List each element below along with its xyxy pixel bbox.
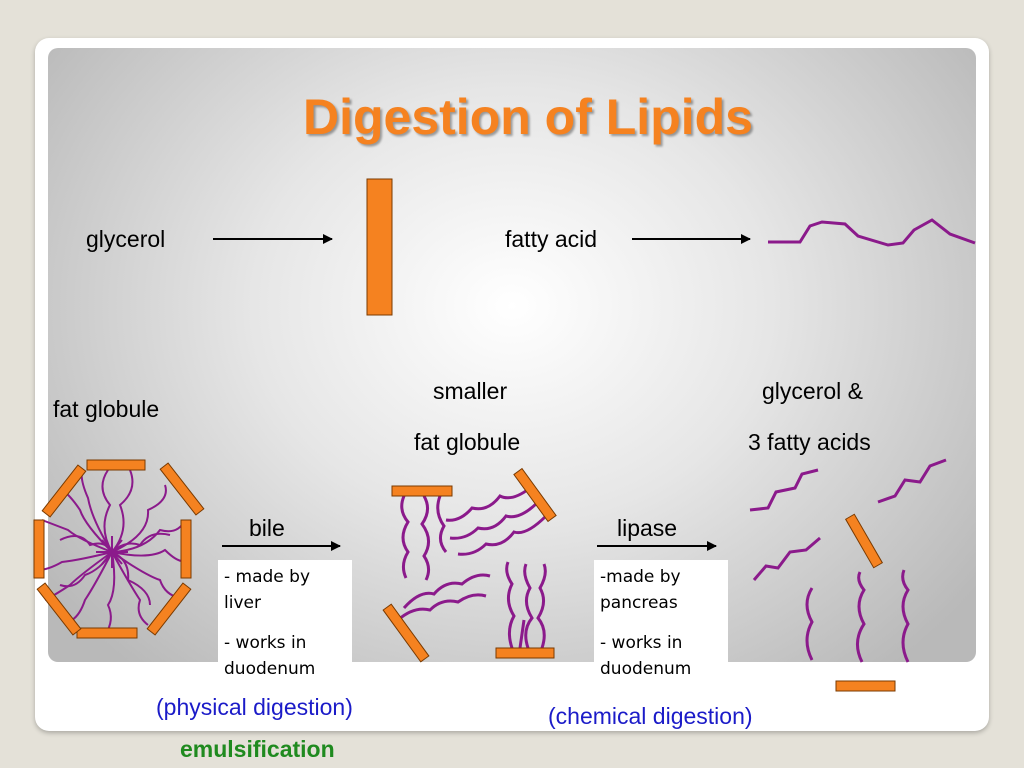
slide-title: Digestion of Lipids xyxy=(303,89,753,145)
lipase-note-box: -made by pancreas - works in duodenum xyxy=(594,560,728,679)
smaller-label-line1: smaller xyxy=(433,378,508,404)
bile-note-line1: - made by liver xyxy=(224,567,311,613)
chemical-digestion-label: (chemical digestion) xyxy=(548,703,753,729)
bile-note-box: - made by liver - works in duodenum xyxy=(218,560,352,679)
smaller-label-line2: fat globule xyxy=(414,429,521,455)
free-glycerol-bar xyxy=(835,680,896,692)
fatty-acid-chain-icon xyxy=(768,218,976,247)
lipase-note-line1: -made by pancreas xyxy=(600,567,681,613)
slide-panel xyxy=(48,48,976,662)
products-icon xyxy=(749,458,947,692)
smaller-fat-globule-icon xyxy=(382,467,557,663)
lipase-label: lipase xyxy=(617,515,678,541)
fat-globule-label: fat globule xyxy=(53,396,160,422)
fat-globule-glycerols xyxy=(33,459,205,639)
physical-digestion-label: (physical digestion) xyxy=(156,694,353,720)
lipase-note-line2: - works in duodenum xyxy=(600,633,692,679)
fatty-acid-label: fatty acid xyxy=(505,226,598,252)
products-label-line1: glycerol & xyxy=(762,378,863,404)
free-glycerol-bar xyxy=(844,513,884,569)
bile-note-line2: - works in duodenum xyxy=(224,633,316,679)
glycerol-bar-icon xyxy=(366,178,393,316)
fat-globule-icon xyxy=(33,459,205,639)
products-label-line2: 3 fatty acids xyxy=(748,429,871,455)
glycerol-label: glycerol xyxy=(86,226,166,252)
emulsification-label: emulsification xyxy=(180,736,335,762)
bile-label: bile xyxy=(249,515,285,541)
